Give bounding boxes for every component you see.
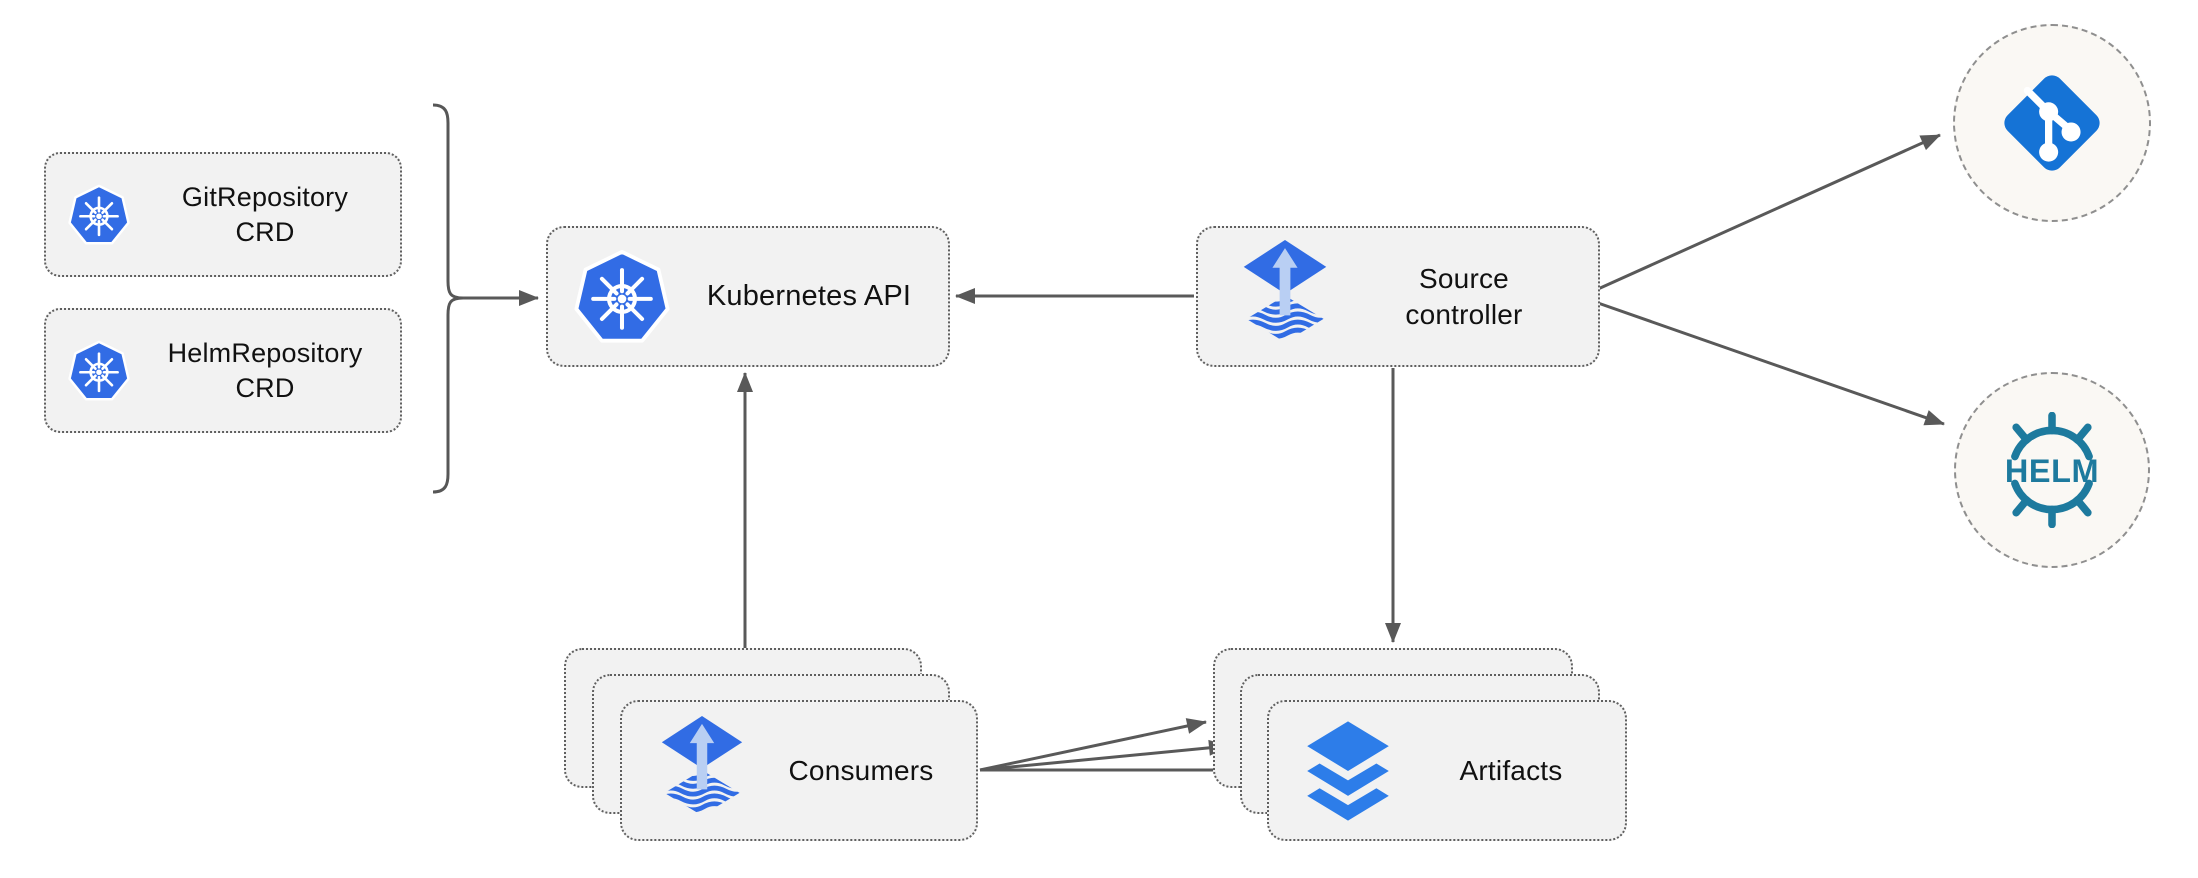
node-kubernetes-api: Kubernetes API bbox=[546, 226, 950, 367]
arrow-source-controller-to-helm bbox=[1597, 301, 1945, 426]
node-helm-repository-crd: HelmRepository CRD bbox=[44, 308, 402, 433]
artifacts-label: Artifacts bbox=[1459, 754, 1563, 786]
kubernetes-api-label: Kubernetes API bbox=[706, 279, 912, 312]
node-helm bbox=[1954, 372, 2150, 568]
arrow-consumers-to-artifacts-1 bbox=[979, 718, 1207, 772]
git-repository-crd-label: GitRepository CRD bbox=[181, 181, 349, 247]
node-artifacts: Artifacts bbox=[1267, 700, 1627, 841]
kubernetes-icon bbox=[68, 340, 130, 402]
consumers-label: Consumers bbox=[788, 754, 934, 786]
flux-icon bbox=[1240, 240, 1330, 353]
arrow-source-controller-to-git bbox=[1597, 133, 1941, 291]
kubernetes-icon bbox=[68, 184, 130, 246]
source-controller-label: Source controller bbox=[1405, 262, 1523, 330]
node-git-repository-crd: GitRepository CRD bbox=[44, 152, 402, 277]
node-consumers: Consumers bbox=[620, 700, 978, 841]
helm-icon bbox=[1994, 412, 2110, 528]
arrow-consumers-to-artifacts-2 bbox=[979, 739, 1229, 772]
flux-icon bbox=[658, 716, 746, 826]
kubernetes-icon bbox=[574, 249, 670, 345]
git-icon bbox=[1996, 67, 2108, 179]
node-git bbox=[1953, 24, 2151, 222]
crd-group-bracket bbox=[432, 103, 464, 494]
layers-icon bbox=[1299, 716, 1397, 826]
node-source-controller: Source controller bbox=[1196, 226, 1600, 367]
helm-repository-crd-label: HelmRepository CRD bbox=[167, 337, 363, 403]
